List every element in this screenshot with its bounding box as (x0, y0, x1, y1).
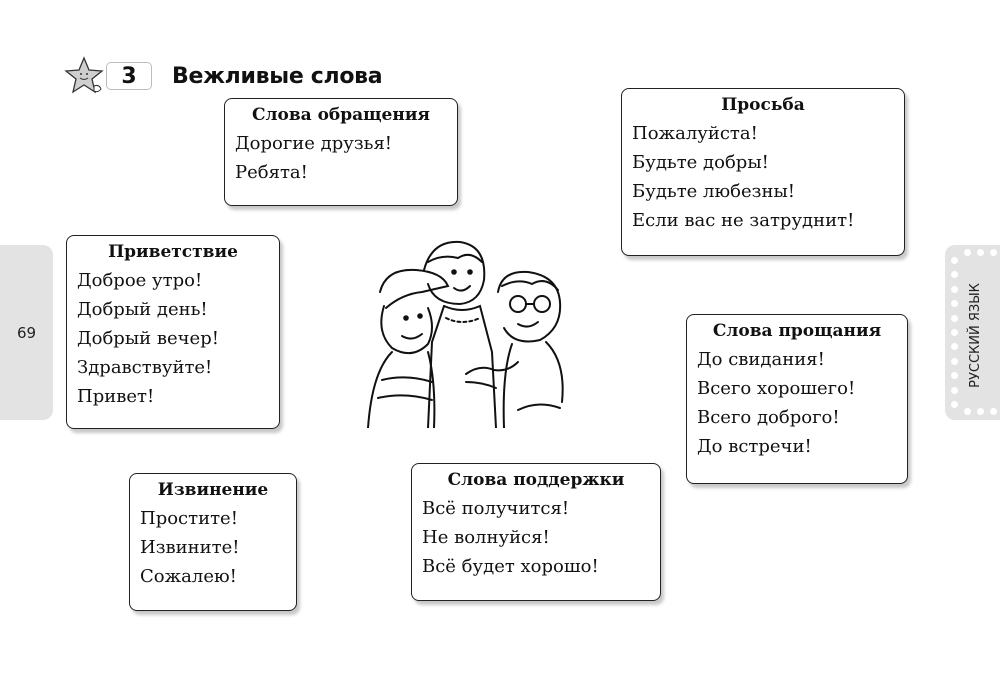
card-line: Извините! (140, 537, 240, 558)
card-line: Не волнуйся! (422, 527, 550, 548)
subject-tab: РУССКИЙ ЯЗЫК (945, 245, 1000, 420)
card-line: Здравствуйте! (77, 357, 213, 378)
card-line: Будьте любезны! (632, 181, 796, 202)
card-title: Приветствие (108, 242, 238, 262)
card-line: Всё будет хорошо! (422, 556, 599, 577)
card-line: Добрый день! (77, 299, 208, 320)
star-mascot-icon (64, 56, 104, 96)
card-title: Слова поддержки (447, 470, 625, 490)
page-number: 69 (16, 323, 37, 342)
card-title: Слова прощания (712, 321, 882, 341)
card-title: Слова обращения (251, 105, 430, 125)
card-line: Если вас не затруднит! (632, 210, 855, 231)
card-prosba: Просьба Пожалуйста! Будьте добры! Будьте… (621, 88, 905, 256)
card-line: Сожалею! (140, 566, 237, 587)
three-children-illustration (362, 232, 568, 429)
card-title: Извинение (157, 480, 269, 500)
card-line: Ребята! (235, 162, 308, 183)
card-line: Дорогие друзья! (235, 133, 393, 154)
card-line: До свидания! (697, 349, 825, 370)
page-number-tab: 69 (0, 245, 53, 420)
card-izvinenie: Извинение Простите! Извините! Сожалею! (129, 473, 297, 611)
card-line: Добрый вечер! (77, 328, 219, 349)
page-title: Вежливые слова (172, 63, 383, 89)
card-line: Всего хорошего! (697, 378, 856, 399)
card-line: Всё получится! (422, 498, 570, 519)
card-line: Доброе утро! (77, 270, 203, 291)
card-line: Всего доброго! (697, 407, 840, 428)
card-slova-obrashcheniya: Слова обращения Дорогие друзья! Ребята! (224, 98, 458, 206)
exercise-header: 3 Вежливые слова (64, 56, 383, 96)
card-line: Привет! (77, 386, 155, 407)
card-line: До встречи! (697, 436, 812, 457)
card-line: Простите! (140, 508, 238, 529)
card-slova-podderzhki: Слова поддержки Всё получится! Не волнуй… (411, 463, 661, 601)
card-title: Просьба (721, 95, 805, 115)
card-line: Будьте добры! (632, 152, 769, 173)
card-line: Пожалуйста! (632, 123, 758, 144)
subject-label: РУССКИЙ ЯЗЫК (967, 282, 983, 388)
card-slova-proshchaniya: Слова прощания До свидания! Всего хороше… (686, 314, 908, 484)
exercise-number-badge: 3 (106, 62, 152, 90)
card-privetstvie: Приветствие Доброе утро! Добрый день! До… (66, 235, 280, 429)
